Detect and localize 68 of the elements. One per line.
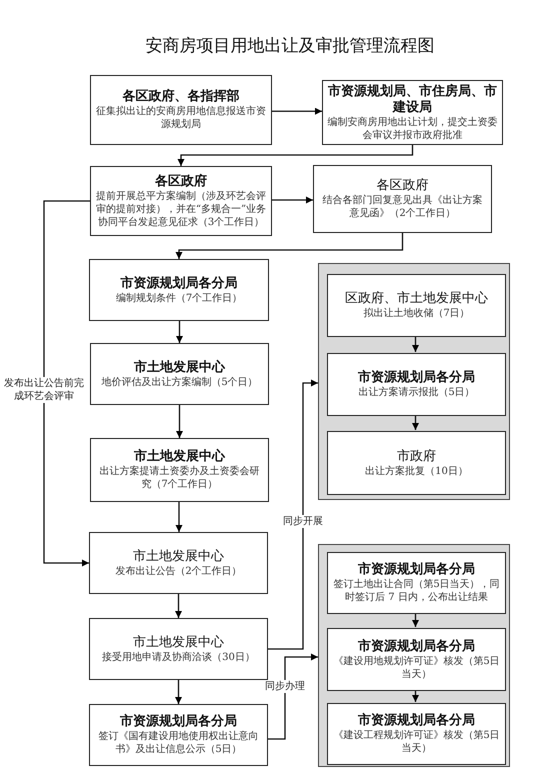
box-heading: 市资源规划局各分局 xyxy=(358,713,475,729)
arrow xyxy=(175,680,182,704)
box-heading: 市资源规划局各分局 xyxy=(358,562,475,578)
box-description: 征集拟出让的安商房用地信息报送市资源规划局 xyxy=(95,105,267,131)
process-box xyxy=(89,259,269,321)
box-heading: 市土地发展中心 xyxy=(133,548,224,564)
group-panel xyxy=(318,544,510,767)
box-description: 接受用地申请及协商洽谈（30日） xyxy=(102,650,255,664)
process-box xyxy=(327,353,506,416)
box-description: 出让方案请示报批（5日） xyxy=(358,386,475,399)
process-box xyxy=(327,431,506,495)
box-heading: 区政府、市土地发展中心 xyxy=(345,291,488,307)
process-box xyxy=(89,704,268,766)
box-description: 编制规划条件（7个工作日） xyxy=(116,292,242,304)
box-description: 出让方案提请土资委办及土资委会研究（7个工作日） xyxy=(98,465,260,491)
box-heading: 各区政府 xyxy=(155,174,207,190)
box-description: 发布出让公告（2个工作日） xyxy=(115,564,242,578)
box-description: 《建设用地规划许可证》核发（第5日当天） xyxy=(332,654,501,680)
box-description: 编制安商房用地出让计划，提交土资委会审议并报市政府批准 xyxy=(327,116,498,142)
box-heading: 各区政府、各指挥部 xyxy=(122,89,240,105)
arrow xyxy=(412,690,419,702)
box-heading: 市土地发展中心 xyxy=(134,449,225,465)
box-heading: 市土地发展中心 xyxy=(134,360,225,376)
box-heading: 市资源规划局各分局 xyxy=(120,276,238,292)
process-box xyxy=(327,552,506,614)
arrow xyxy=(268,654,318,740)
group-panel xyxy=(318,263,510,500)
process-box xyxy=(327,628,506,691)
box-heading: 市政府 xyxy=(397,448,436,464)
process-box xyxy=(90,75,272,145)
arrow xyxy=(176,321,183,343)
box-description: 《建设工程规划许可证》核发（第5日当天） xyxy=(332,729,501,755)
process-box xyxy=(90,343,269,405)
process-box xyxy=(322,80,503,145)
diagram-title: 安商房项目用地出让及审批管理流程图 xyxy=(144,35,436,57)
box-description: 拟出让土地收储（7日） xyxy=(363,307,470,320)
edge-label: 发布出让公告前完成环艺会评审 xyxy=(4,377,84,403)
arrow xyxy=(268,380,318,650)
process-box xyxy=(90,438,269,502)
box-heading: 市资源规划局各分局 xyxy=(120,714,237,730)
arrow xyxy=(176,405,183,438)
box-heading: 市土地发展中心 xyxy=(133,634,224,650)
process-box xyxy=(327,274,506,337)
box-description: 地价评估及出让方案编制（5个日） xyxy=(101,376,258,388)
arrow xyxy=(412,336,419,352)
box-description: 签订《国有建设用地使用权出让意向书》及出让信息公示（5日） xyxy=(98,730,260,756)
box-heading: 市资源规划局各分局 xyxy=(358,638,475,654)
arrow xyxy=(412,613,419,627)
box-heading: 市资源规划局、市住房局、市建设局 xyxy=(327,84,498,116)
box-description: 出让方案批复（10日） xyxy=(365,464,468,478)
box-heading: 各区政府 xyxy=(376,178,428,194)
process-box xyxy=(89,532,268,594)
process-box xyxy=(89,618,268,680)
box-description: 签订土地出让合同（第5日当天），同时签订后 7 日内，公布出让结果 xyxy=(332,578,501,604)
arrow xyxy=(272,196,313,204)
arrow xyxy=(176,233,404,259)
arrow xyxy=(178,145,414,166)
arrow xyxy=(176,502,182,532)
box-heading: 市资源规划局各分局 xyxy=(358,370,475,386)
arrow xyxy=(412,415,419,430)
process-box xyxy=(90,166,272,236)
arrow xyxy=(43,200,90,566)
arrow xyxy=(272,108,322,115)
box-description: 提前开展总平方案编制（涉及环艺会评审的提前对接），并在“多规合一”业务协同平台发起意见征求（3个工作日） xyxy=(95,190,267,228)
process-box xyxy=(313,165,492,233)
arrow xyxy=(175,594,182,618)
process-box xyxy=(327,703,506,765)
box-description: 结合各部门回复意见出具《出让方案意见函》（2个工作日） xyxy=(322,194,484,220)
